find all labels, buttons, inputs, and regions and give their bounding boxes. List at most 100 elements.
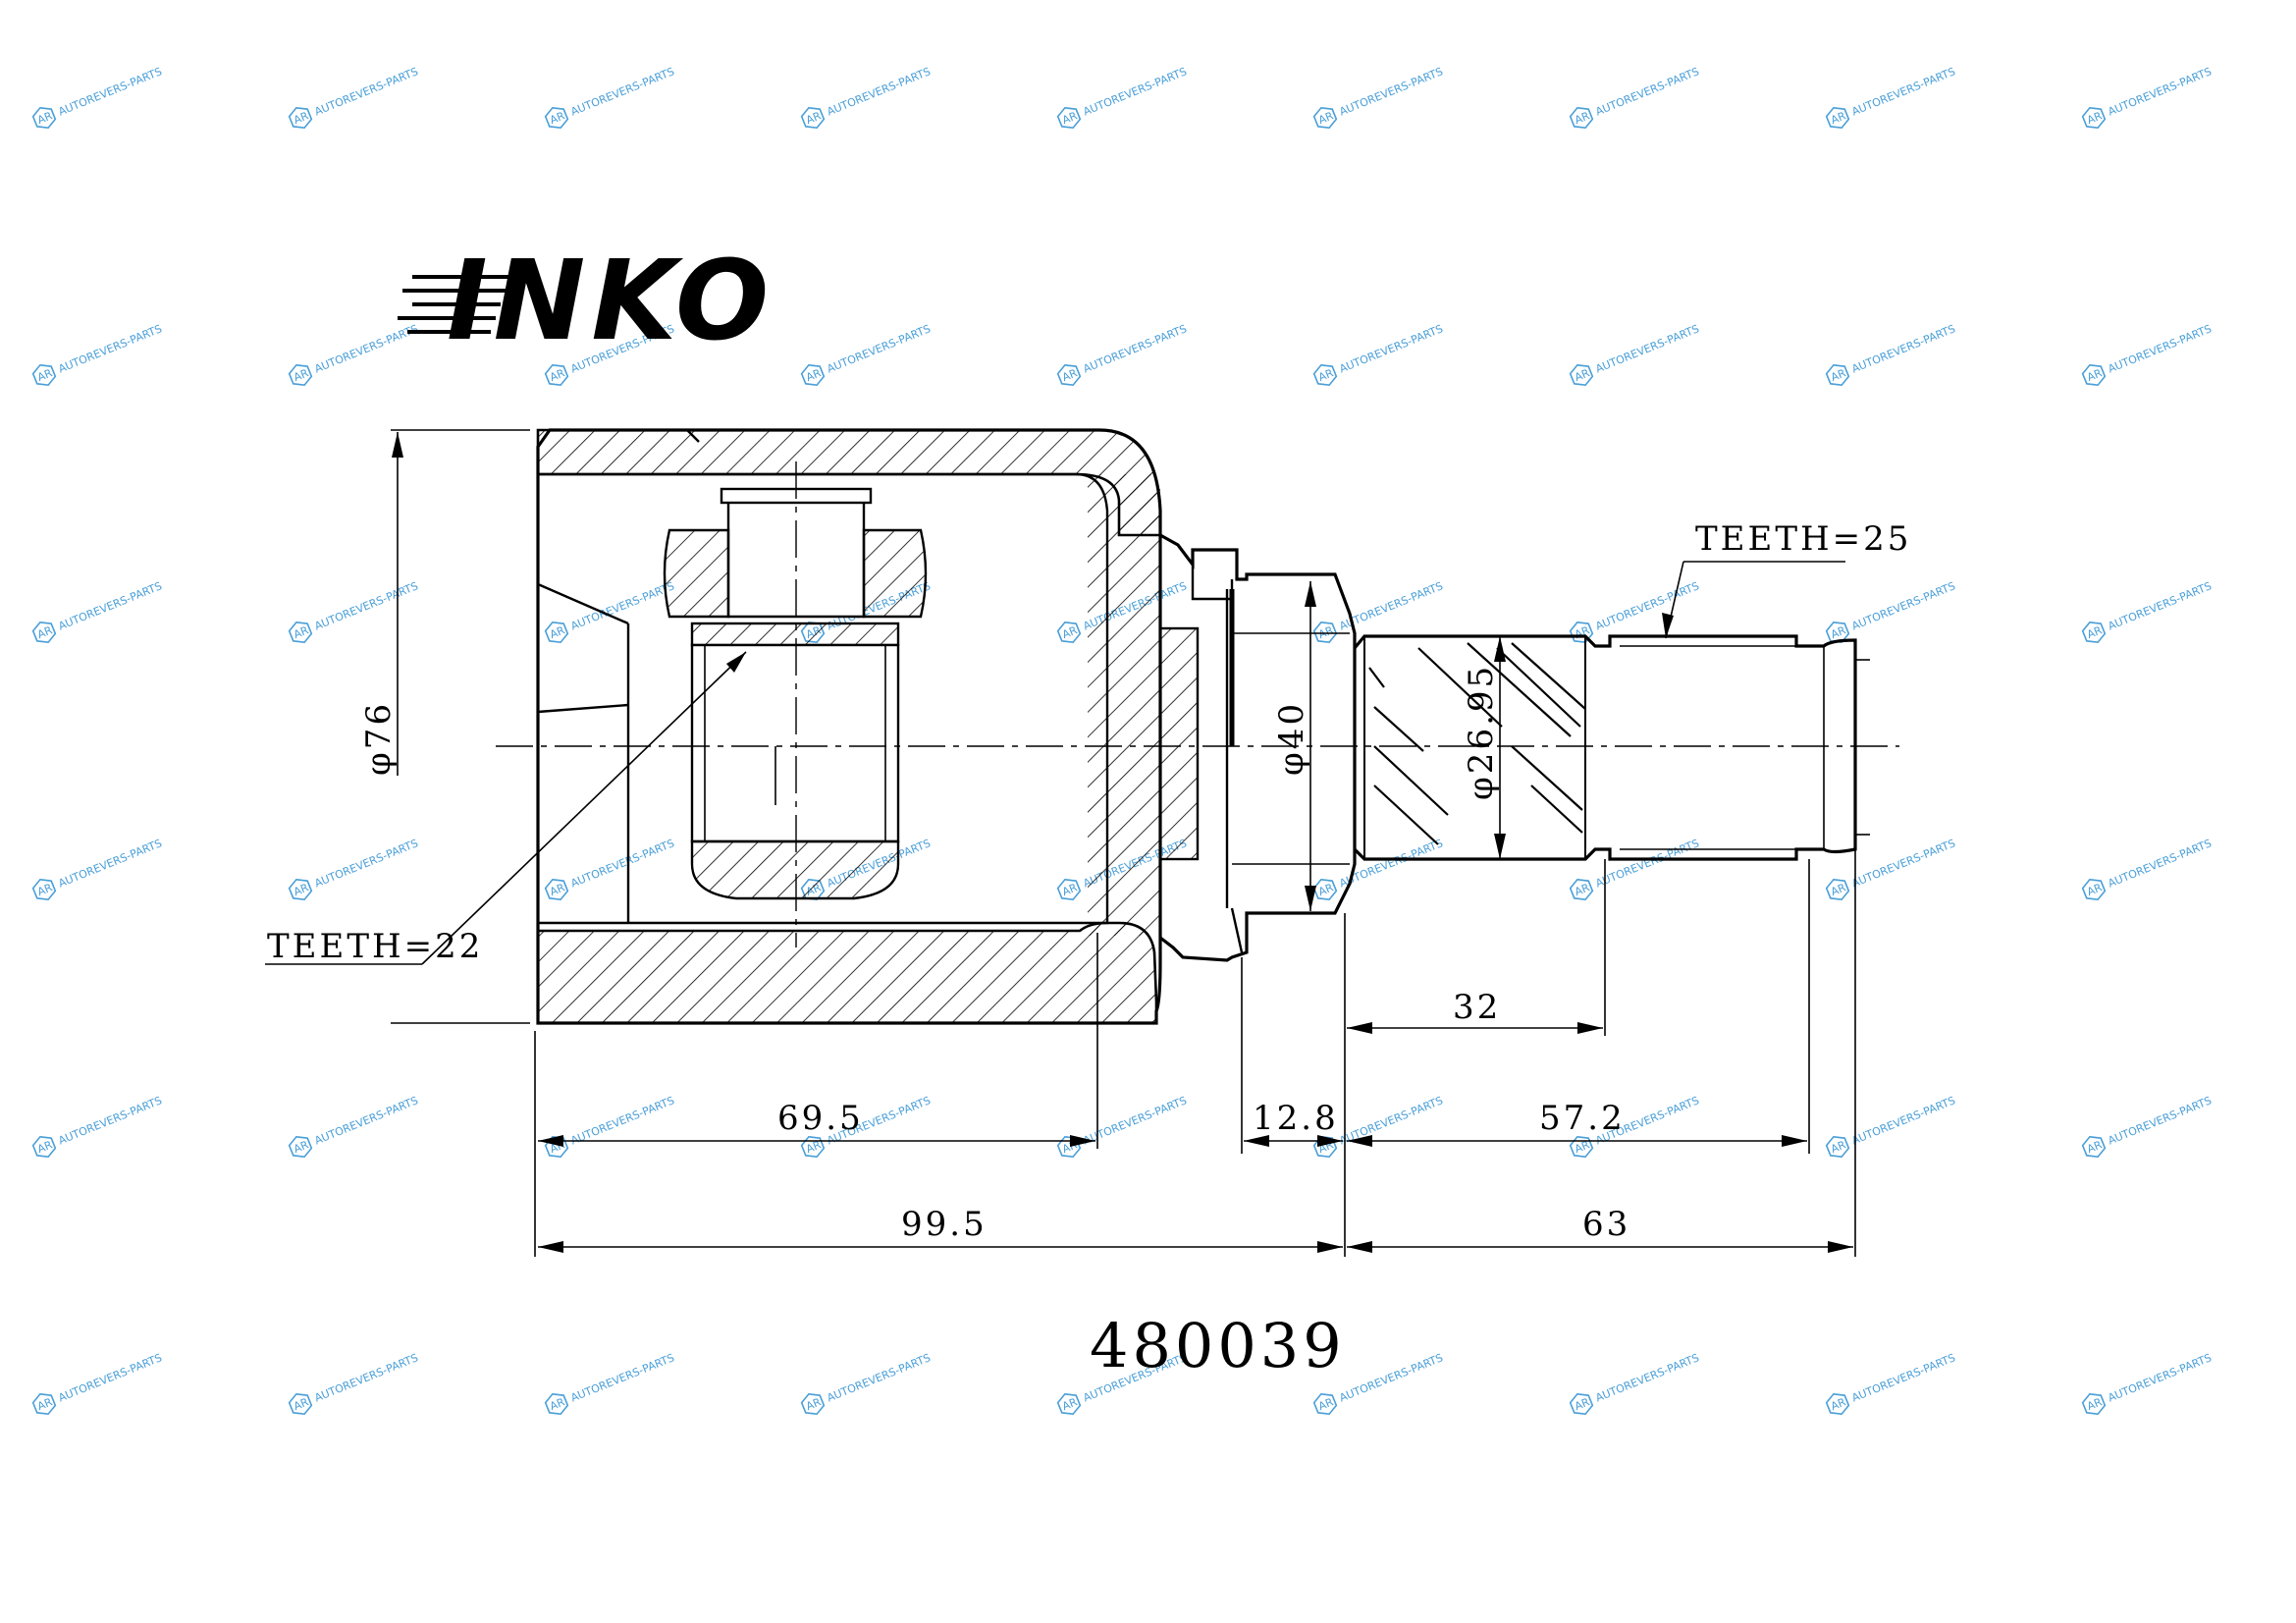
watermark-text: AUTOREVERS-PARTS (1850, 1094, 1957, 1147)
watermark-logo-letters: AR (35, 1138, 54, 1156)
watermark-text: AUTOREVERS-PARTS (2107, 1094, 2214, 1147)
watermark-text: AUTOREVERS-PARTS (2107, 65, 2214, 118)
watermark-logo-letters: AR (292, 881, 310, 898)
watermark-logo-letters: AR (35, 1395, 54, 1413)
watermark-logo-letters: AR (2085, 623, 2104, 641)
watermark-logo-letters: AR (1060, 109, 1079, 127)
dim-length-32: 32 (1453, 988, 1501, 1027)
watermark-logo-letters: AR (292, 1395, 310, 1413)
part-number: 480039 (1090, 1310, 1346, 1381)
watermark-text: AUTOREVERS-PARTS (569, 579, 676, 632)
dim-length-63: 63 (1582, 1205, 1630, 1244)
watermark-logo-letters: AR (804, 1395, 823, 1413)
spider-hub-bottom (690, 839, 900, 900)
watermark-logo-letters: AR (1573, 881, 1591, 898)
watermark-text: AUTOREVERS-PARTS (569, 837, 676, 890)
watermark-text: AUTOREVERS-PARTS (57, 1351, 164, 1404)
watermark-logo-letters: AR (292, 109, 310, 127)
watermark-logo-letters: AR (804, 109, 823, 127)
brand-logo: INKO (398, 238, 769, 365)
watermark-logo-letters: AR (2085, 109, 2104, 127)
watermark-text: AUTOREVERS-PARTS (313, 837, 420, 890)
roller-right (862, 528, 928, 619)
watermark-text: AUTOREVERS-PARTS (1338, 1351, 1445, 1404)
watermark-text: AUTOREVERS-PARTS (2107, 1351, 2214, 1404)
watermark-logo-letters: AR (1829, 623, 1847, 641)
dimension-arrows (392, 432, 1853, 1253)
watermark-text: AUTOREVERS-PARTS (1594, 837, 1701, 890)
watermark-text: AUTOREVERS-PARTS (1338, 1094, 1445, 1147)
watermark-logo-letters: AR (1573, 1138, 1591, 1156)
watermark-text: AUTOREVERS-PARTS (1338, 322, 1445, 375)
watermark-text: AUTOREVERS-PARTS (1850, 65, 1957, 118)
watermark-logo-letters: AR (1573, 366, 1591, 384)
watermark-text: AUTOREVERS-PARTS (1338, 65, 1445, 118)
watermark-text: AUTOREVERS-PARTS (1850, 579, 1957, 632)
watermark-text: AUTOREVERS-PARTS (1850, 837, 1957, 890)
watermark-logo-letters: AR (1829, 366, 1847, 384)
watermark-text: AUTOREVERS-PARTS (569, 1094, 676, 1147)
teeth-outer-label: TEETH=25 (1695, 519, 1911, 559)
watermark-logo-letters: AR (35, 881, 54, 898)
watermark-logo-letters: AR (1060, 366, 1079, 384)
watermark-logo-letters: AR (548, 109, 566, 127)
spider-hub (690, 643, 900, 843)
watermark-logo-letters: AR (804, 1138, 823, 1156)
watermark-text: AUTOREVERS-PARTS (1594, 1351, 1701, 1404)
dim-spline-diameter: φ26.95 (1462, 664, 1501, 800)
watermark-text: AUTOREVERS-PARTS (313, 1351, 420, 1404)
watermark-text: AUTOREVERS-PARTS (57, 322, 164, 375)
watermark-logo-letters: AR (1316, 881, 1335, 898)
dim-length-57-2: 57.2 (1539, 1099, 1626, 1138)
watermark-text: AUTOREVERS-PARTS (1594, 65, 1701, 118)
watermark-text: AUTOREVERS-PARTS (313, 65, 420, 118)
watermark-text: AUTOREVERS-PARTS (57, 65, 164, 118)
watermark-logo-letters: AR (548, 623, 566, 641)
watermark-text: AUTOREVERS-PARTS (2107, 579, 2214, 632)
roller-left (663, 528, 730, 619)
watermark-logo-letters: AR (1060, 881, 1079, 898)
watermark-text: AUTOREVERS-PARTS (313, 579, 420, 632)
watermark-text: AUTOREVERS-PARTS (1082, 65, 1189, 118)
dimension-lines (265, 429, 1856, 1257)
spider-hub-top-band (690, 622, 900, 647)
watermark-text: AUTOREVERS-PARTS (1850, 322, 1957, 375)
flange-outline (1159, 533, 1357, 962)
watermark-logo-letters: AR (35, 623, 54, 641)
dim-outer-diameter: φ76 (359, 701, 399, 776)
watermark-text: AUTOREVERS-PARTS (1850, 1351, 1957, 1404)
watermark-text: AUTOREVERS-PARTS (826, 1351, 933, 1404)
housing-outline (536, 428, 1162, 1025)
watermark-logo-letters: AR (2085, 366, 2104, 384)
watermark-text: AUTOREVERS-PARTS (2107, 322, 2214, 375)
watermark-text: AUTOREVERS-PARTS (1082, 322, 1189, 375)
dim-length-69-5: 69.5 (777, 1099, 864, 1138)
dim-length-99-5: 99.5 (901, 1205, 988, 1244)
dim-flange-diameter: φ40 (1272, 701, 1311, 776)
